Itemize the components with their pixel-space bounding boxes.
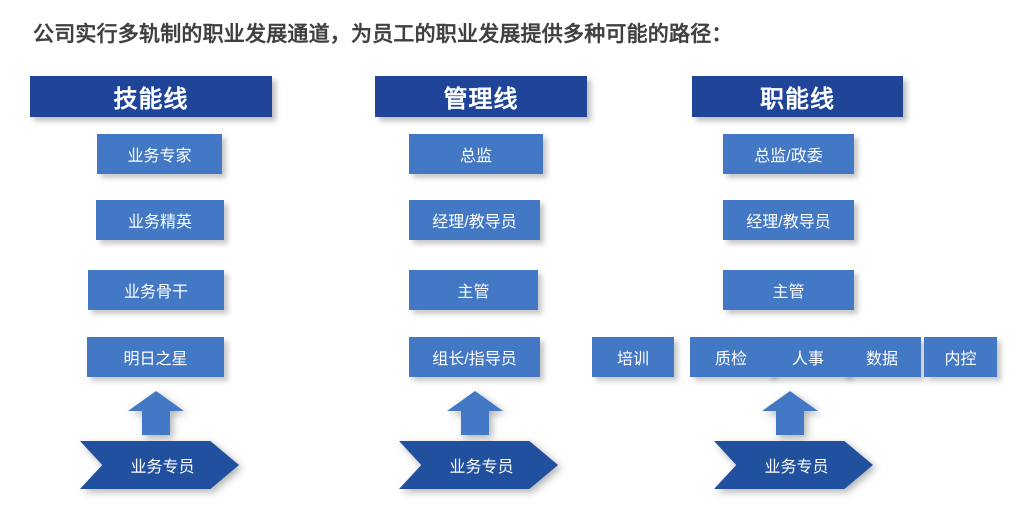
entry-chevron-management-track[interactable]: 业务专员 [399,441,558,489]
up-arrow-icon-management-track [447,391,503,435]
function-box-5[interactable]: 内控 [924,337,997,377]
chevron-shape [80,441,239,489]
level-box-skill-4[interactable]: 明日之星 [87,337,224,377]
entry-chevron-function-track[interactable]: 业务专员 [714,441,873,489]
level-box-management-2[interactable]: 经理/教导员 [409,200,540,240]
level-box-function-2[interactable]: 经理/教导员 [723,200,854,240]
entry-chevron-label-skill-track: 业务专员 [130,459,195,476]
level-box-skill-2[interactable]: 业务精英 [96,200,224,240]
entry-chevron-label-function-track: 业务专员 [764,459,829,476]
level-box-skill-1[interactable]: 业务专家 [97,134,222,174]
function-box-3[interactable]: 人事 [768,337,848,377]
level-box-function-1[interactable]: 总监/政委 [723,134,854,174]
column-header-skill-track[interactable]: 技能线 [30,76,272,117]
level-box-skill-3[interactable]: 业务骨干 [88,270,224,310]
chevron-shape [714,441,873,489]
function-box-1[interactable]: 培训 [592,337,674,377]
up-arrow-icon-function-track [762,391,818,435]
chevron-shape [399,441,558,489]
level-box-management-3[interactable]: 主管 [409,270,538,310]
level-box-function-3[interactable]: 主管 [723,270,854,310]
level-box-management-4[interactable]: 组长/指导员 [409,337,540,377]
function-box-4[interactable]: 数据 [843,337,921,377]
level-box-management-1[interactable]: 总监 [409,134,543,174]
entry-chevron-skill-track[interactable]: 业务专员 [80,441,239,489]
entry-chevron-label-management-track: 业务专员 [449,459,514,476]
page-title: 公司实行多轨制的职业发展通道，为员工的职业发展提供多种可能的路径： [33,23,733,46]
column-header-management-track[interactable]: 管理线 [375,76,587,117]
up-arrow-icon-skill-track [128,391,184,435]
function-box-2[interactable]: 质检 [690,337,772,377]
column-header-function-track[interactable]: 职能线 [692,76,903,117]
